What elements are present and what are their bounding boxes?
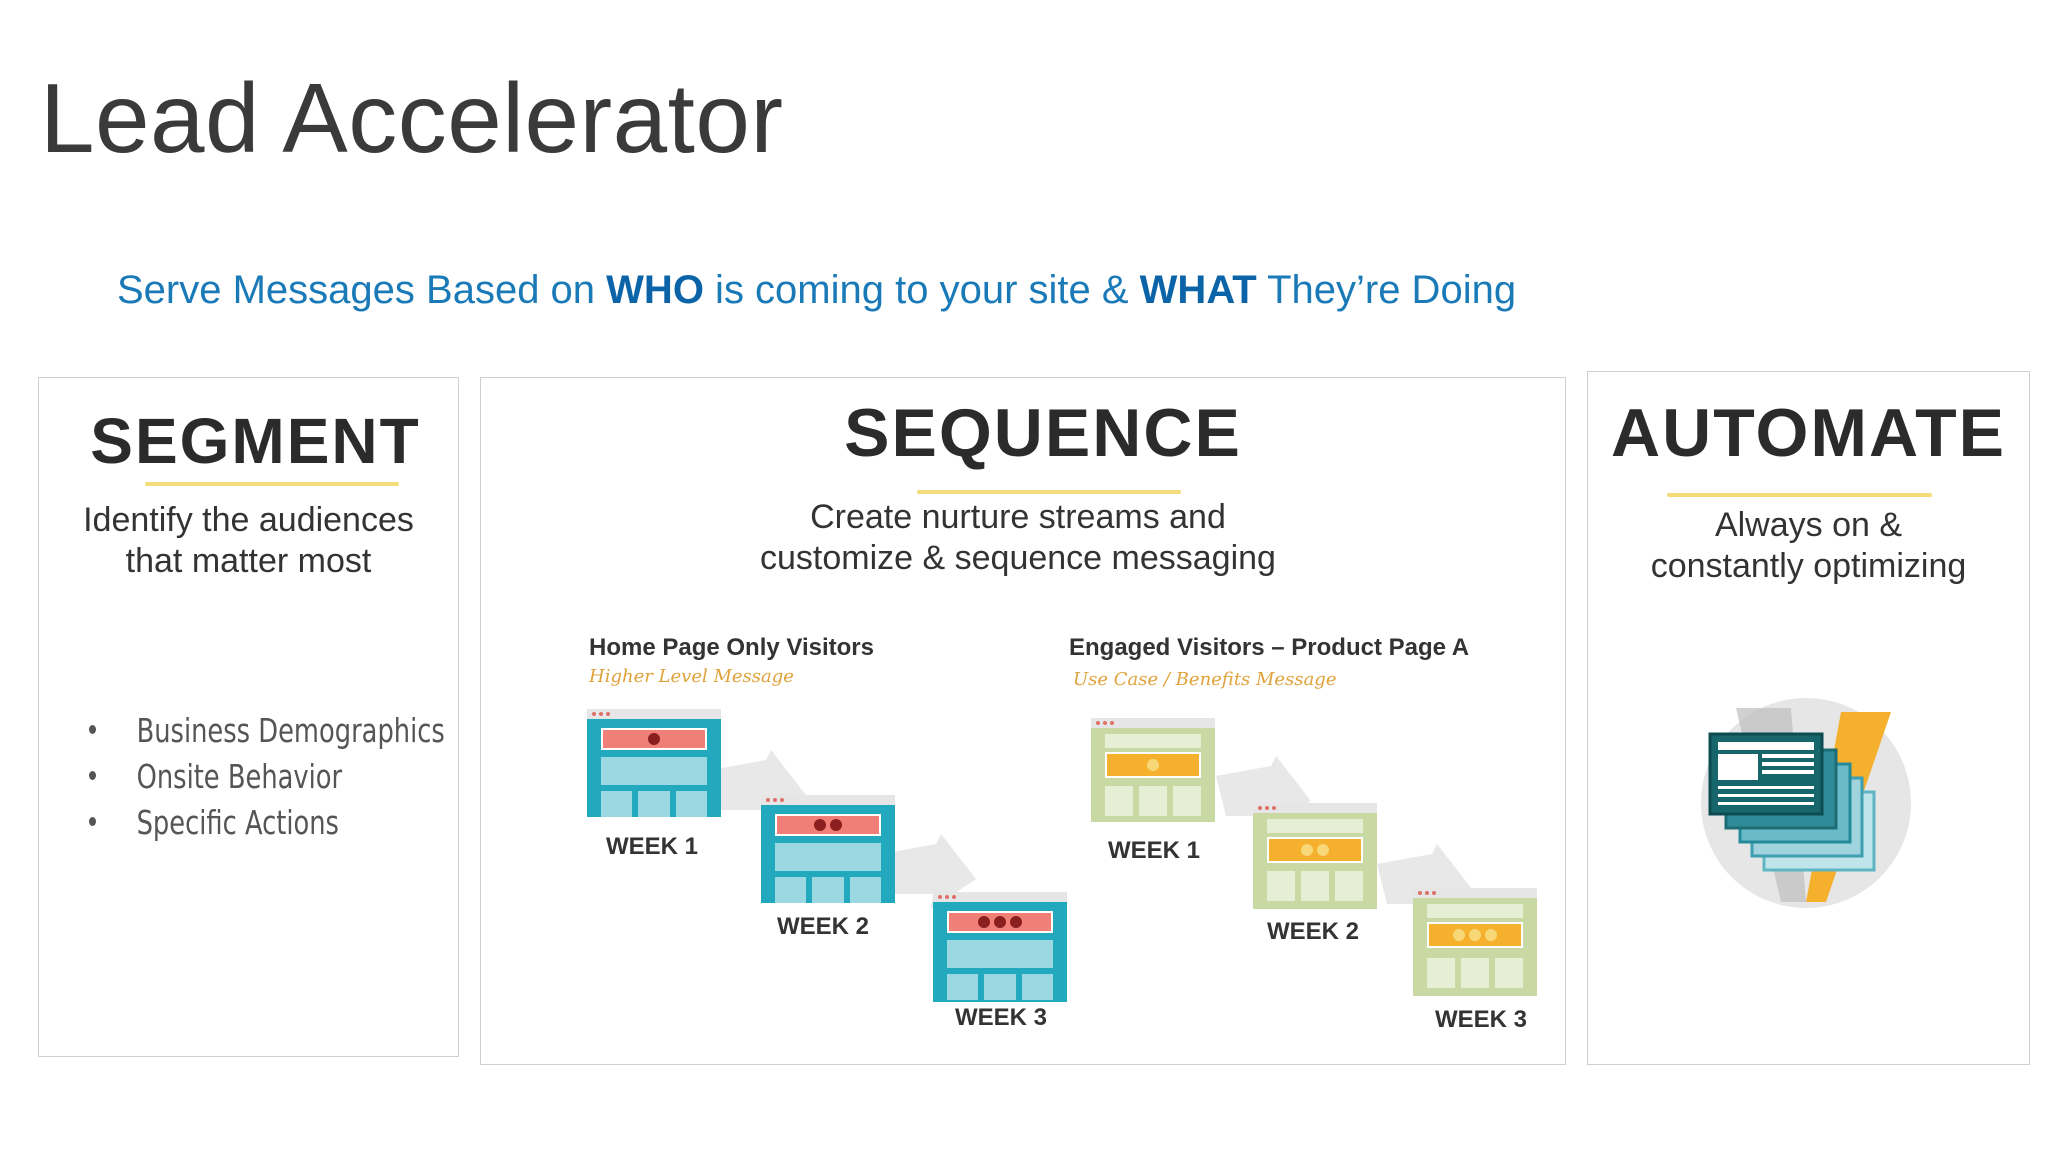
arrow-icon [881,834,976,909]
week-label: WEEK 1 [1108,837,1201,864]
web-page-card [933,892,1067,1002]
subtitle-who: WHO [606,268,704,312]
week-label: WEEK 3 [955,1004,1048,1031]
automation-icon [1701,698,1911,908]
week-label: WEEK 2 [1267,918,1360,945]
sequence-heading: SEQUENCE [844,395,1242,471]
segment-panel: SEGMENT Identify the audiences that matt… [38,377,459,1057]
week-label: WEEK 3 [1435,1006,1528,1033]
segment-underline [145,482,399,486]
web-page-card [761,795,895,903]
web-page-card [1413,888,1537,996]
stream-subtitle-engaged: Use Case / Benefits Message [1073,669,1337,690]
automate-heading: AUTOMATE [1610,395,2006,471]
subtitle-what: WHAT [1139,268,1257,312]
sequence-description: Create nurture streams and customize & s… [760,498,1276,577]
week-label: WEEK 1 [606,833,699,860]
automate-underline [1667,493,1932,497]
web-page-card [587,709,721,817]
automate-description: Always on & constantly optimizing [1650,506,1967,585]
stream-title-engaged: Engaged Visitors – Product Page A [1069,634,1470,661]
web-page-card [1091,718,1215,822]
week-label: WEEK 2 [777,913,870,940]
automate-panel: AUTOMATE Always on & constantly optimizi… [1587,371,2030,1065]
stream-subtitle-home: Higher Level Message [589,666,794,687]
stream-title-home: Home Page Only Visitors [589,634,874,661]
segment-bullet-list: Business Demographics Onsite Behavior Sp… [89,708,545,846]
bullet-item: Specific Actions [89,800,445,846]
slide-subtitle: Serve Messages Based on WHO is coming to… [117,268,1517,312]
bullet-item: Onsite Behavior [89,754,445,800]
slide-title: Lead Accelerator [40,63,784,173]
bullet-dot-icon [89,725,97,734]
web-page-card [1253,803,1377,909]
bullet-item: Business Demographics [89,708,445,754]
bullet-dot-icon [89,817,97,826]
sequence-underline [917,490,1181,494]
segment-description: Identify the audiences that matter most [83,501,414,580]
segment-heading: SEGMENT [90,405,421,477]
bullet-dot-icon [89,771,97,780]
sequence-panel: SEQUENCE Create nurture streams and cust… [480,377,1566,1065]
